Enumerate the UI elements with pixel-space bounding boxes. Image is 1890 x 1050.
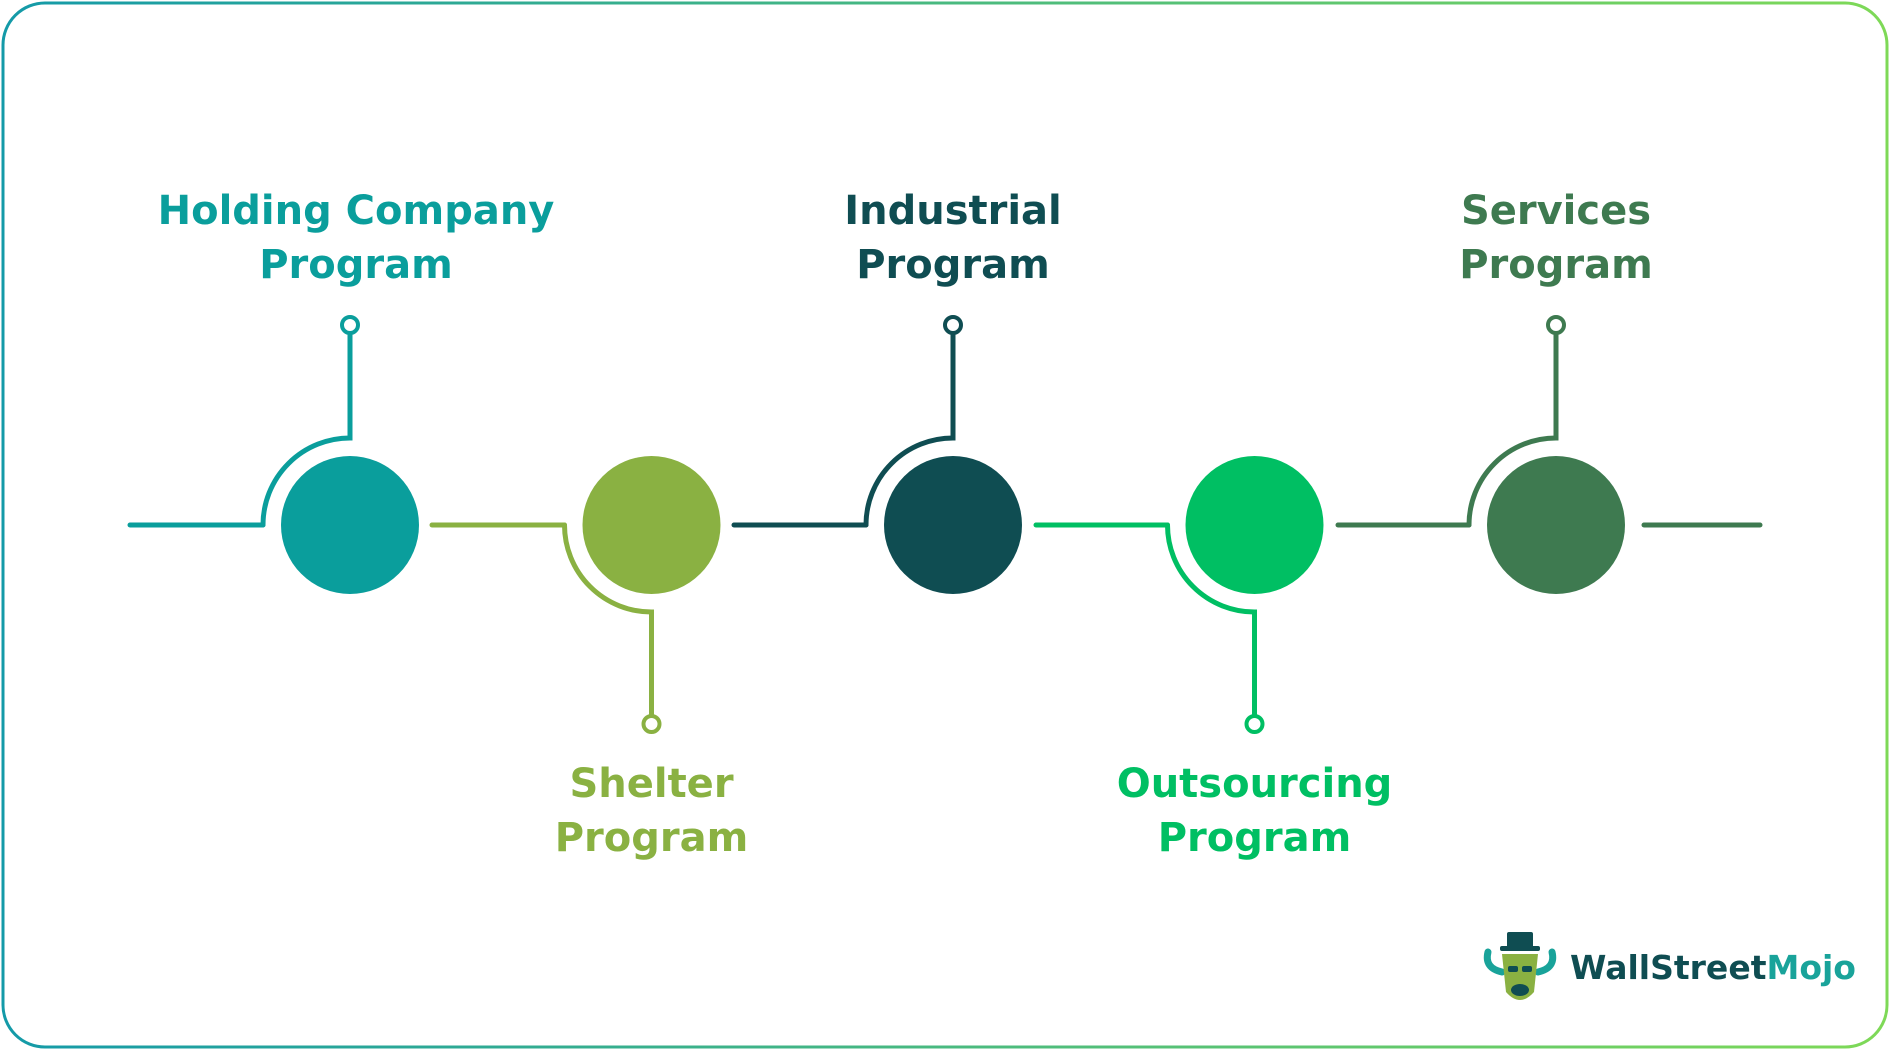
arc-stem: [260, 330, 353, 528]
stem-end-dot: [1546, 315, 1566, 335]
step-label-line2: Program: [259, 242, 453, 288]
arc-stem: [1466, 330, 1559, 528]
arc-stem: [863, 330, 956, 528]
step-4: [1033, 456, 1324, 734]
stem-end-dot: [641, 714, 662, 734]
step-5: [1335, 315, 1625, 594]
step-node-circle: [281, 456, 419, 594]
step-2: [429, 456, 721, 734]
step-label-line1: Services: [1460, 188, 1652, 234]
stem-end-dot: [1244, 714, 1265, 734]
stem-end-dot: [943, 315, 963, 335]
step-node-circle: [884, 456, 1022, 594]
step-node-circle: [582, 456, 721, 594]
timeline: [127, 315, 1763, 734]
step-label-line1: Industrial: [844, 188, 1062, 234]
step-node-circle: [1185, 456, 1324, 594]
step-label-line2: Program: [1459, 242, 1653, 288]
stem-end-dot: [340, 315, 360, 335]
step-1: [127, 315, 419, 594]
arc-stem: [1165, 522, 1257, 719]
bull-mascot-icon: [1483, 932, 1557, 1000]
step-label-line2: Program: [856, 242, 1050, 288]
logo-wordmark: WallStreetMojo: [1570, 948, 1856, 987]
step-label-line2: Program: [554, 815, 749, 861]
step-node-circle: [1487, 456, 1625, 594]
step-label-line1: Shelter: [569, 761, 734, 807]
logo-text-wallstreet: WallStreet: [1570, 948, 1767, 987]
step-label-line1: Outsourcing: [1116, 761, 1393, 807]
wallstreetmojo-logo: WallStreetMojo: [1480, 930, 1856, 1010]
step-label-line1: Holding Company: [157, 188, 555, 234]
arc-stem: [562, 522, 654, 719]
logo-text-mojo: Mojo: [1766, 948, 1856, 987]
step-3: [731, 315, 1022, 594]
step-label-line2: Program: [1157, 815, 1352, 861]
